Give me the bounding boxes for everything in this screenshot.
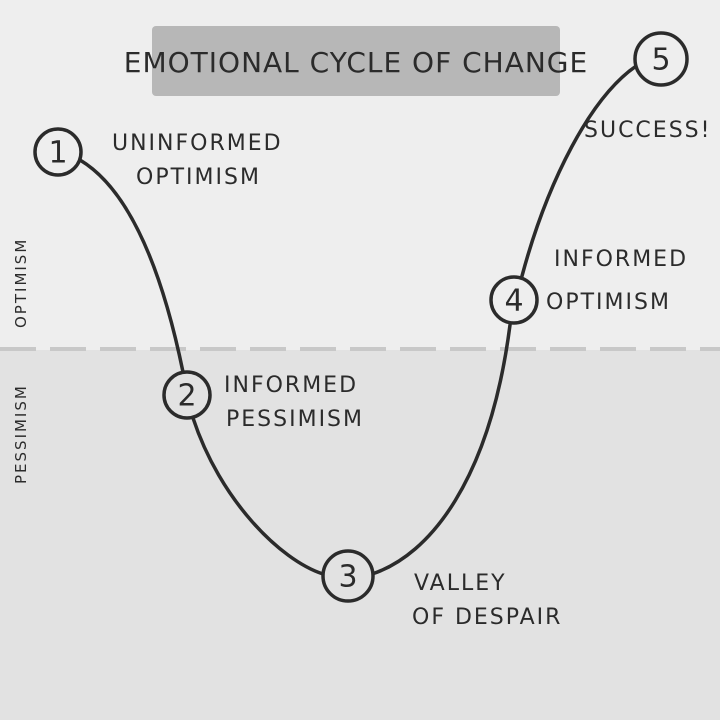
stage-5-number: 5 (651, 43, 670, 78)
stage-4-label-line2: OPTIMISM (546, 290, 671, 315)
stage-3-label-line2: OF DESPAIR (412, 605, 562, 630)
stage-1: 1 UNINFORMED OPTIMISM (33, 127, 283, 190)
stage-1-label-line1: UNINFORMED (112, 131, 283, 156)
title: EMOTIONAL CYCLE OF CHANGE (124, 46, 588, 79)
stage-5-circle (633, 31, 689, 87)
stage-4-number: 4 (504, 284, 523, 319)
stage-5-label: SUCCESS! (584, 118, 711, 143)
stage-3-circle (321, 549, 375, 603)
stage-4-circle (489, 275, 539, 325)
title-box (152, 26, 560, 96)
stage-2-number: 2 (177, 379, 196, 414)
zone-label-pessimism: PESSIMISM (12, 384, 30, 484)
stage-5: 5 SUCCESS! (584, 31, 711, 143)
stage-2: 2 INFORMED PESSIMISM (162, 370, 364, 432)
stage-2-circle (162, 370, 212, 420)
stage-3-number: 3 (338, 560, 357, 595)
stage-4: 4 INFORMED OPTIMISM (489, 247, 688, 325)
stage-1-number: 1 (48, 136, 67, 171)
stage-1-circle (33, 127, 83, 177)
stage-3-label-line1: VALLEY (414, 571, 507, 596)
pessimism-zone (0, 350, 720, 720)
stage-2-label-line2: PESSIMISM (226, 407, 364, 432)
stage-2-label-line1: INFORMED (224, 373, 358, 398)
cycle-curve (78, 58, 648, 576)
stage-4-label-line1: INFORMED (554, 247, 688, 272)
stage-3: 3 VALLEY OF DESPAIR (321, 549, 562, 630)
zone-label-optimism: OPTIMISM (12, 238, 30, 328)
stage-1-label-line2: OPTIMISM (136, 165, 261, 190)
